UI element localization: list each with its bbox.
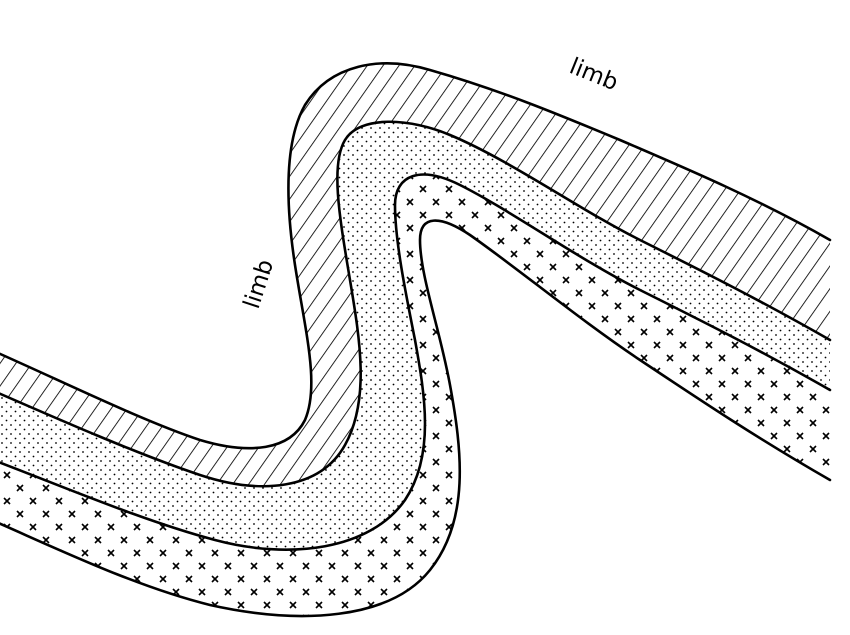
- hatch-dot-boundary: [0, 120, 832, 488]
- bottom-boundary: [0, 219, 832, 618]
- lower-limb-label: limb: [239, 256, 279, 311]
- crosses-layer: [0, 174, 830, 616]
- top-boundary: [0, 62, 832, 450]
- dot-cross-boundary: [0, 173, 832, 551]
- dotted-layer: [0, 121, 830, 550]
- upper-limb-label: limb: [566, 53, 622, 96]
- hatched-layer: [0, 63, 830, 487]
